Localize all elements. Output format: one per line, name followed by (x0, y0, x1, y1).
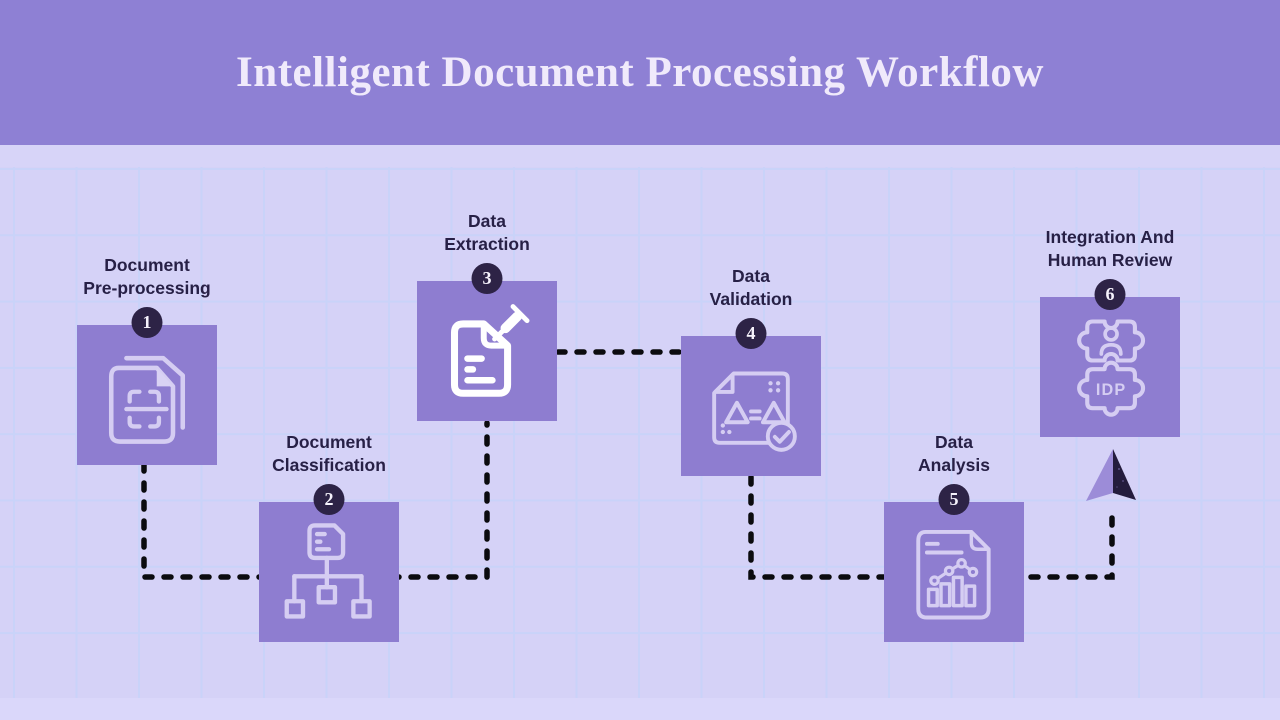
step3-label-line1: Data (468, 211, 506, 231)
compare-check-icon (712, 371, 797, 452)
document-scan-icon (108, 355, 186, 444)
report-chart-icon (916, 529, 991, 620)
puzzle-idp-icon: IDP (1077, 319, 1146, 417)
step4-label-line1: Data (732, 266, 770, 286)
step5-box (884, 502, 1024, 642)
step-data-validation: Data Validation 4 (681, 266, 821, 476)
step2-box (259, 502, 399, 642)
classification-tree-icon (284, 523, 372, 619)
step-document-classification: Document Classification 2 (259, 432, 399, 642)
step5-label-line2: Analysis (918, 455, 990, 475)
canvas-bottom-band (0, 698, 1280, 720)
step-data-analysis: Data Analysis 5 (884, 432, 1024, 642)
step4-box (681, 336, 821, 476)
page-title: Intelligent Document Processing Workflow (236, 49, 1044, 96)
step4-number-badge: 4 (735, 318, 767, 349)
cursor-arrow-icon (1086, 449, 1136, 501)
step1-box (77, 325, 217, 465)
idp-label: IDP (1096, 381, 1126, 399)
step-integration-human-review: Integration And Human Review IDP 6 (1040, 227, 1180, 437)
step4-label-line2: Validation (709, 289, 793, 309)
step1-number-badge: 1 (131, 307, 163, 338)
header-band: Intelligent Document Processing Workflow (0, 0, 1280, 145)
step2-number-badge: 2 (313, 484, 345, 515)
step-document-preprocessing: Document Pre-processing 1 (77, 255, 217, 465)
document-eyedropper-icon (450, 304, 530, 397)
step3-box (417, 281, 557, 421)
step1-label-line2: Pre-processing (83, 278, 211, 298)
step2-label-line2: Classification (272, 455, 386, 475)
step3-number-badge: 3 (471, 263, 503, 294)
step6-box: IDP (1040, 297, 1180, 437)
canvas-top-band (0, 145, 1280, 167)
step3-label-line2: Extraction (444, 234, 530, 254)
step5-number-badge: 5 (938, 484, 970, 515)
connector-step4-step6 (748, 474, 1115, 580)
step5-label-line1: Data (935, 432, 973, 452)
step6-label-line2: Human Review (1047, 250, 1173, 270)
step6-number-badge: 6 (1094, 279, 1126, 310)
step6-label-line1: Integration And (1045, 227, 1175, 247)
step1-label-line1: Document (104, 255, 190, 275)
step2-label-line1: Document (286, 432, 372, 452)
step-data-extraction: Data Extraction 3 (417, 211, 557, 421)
